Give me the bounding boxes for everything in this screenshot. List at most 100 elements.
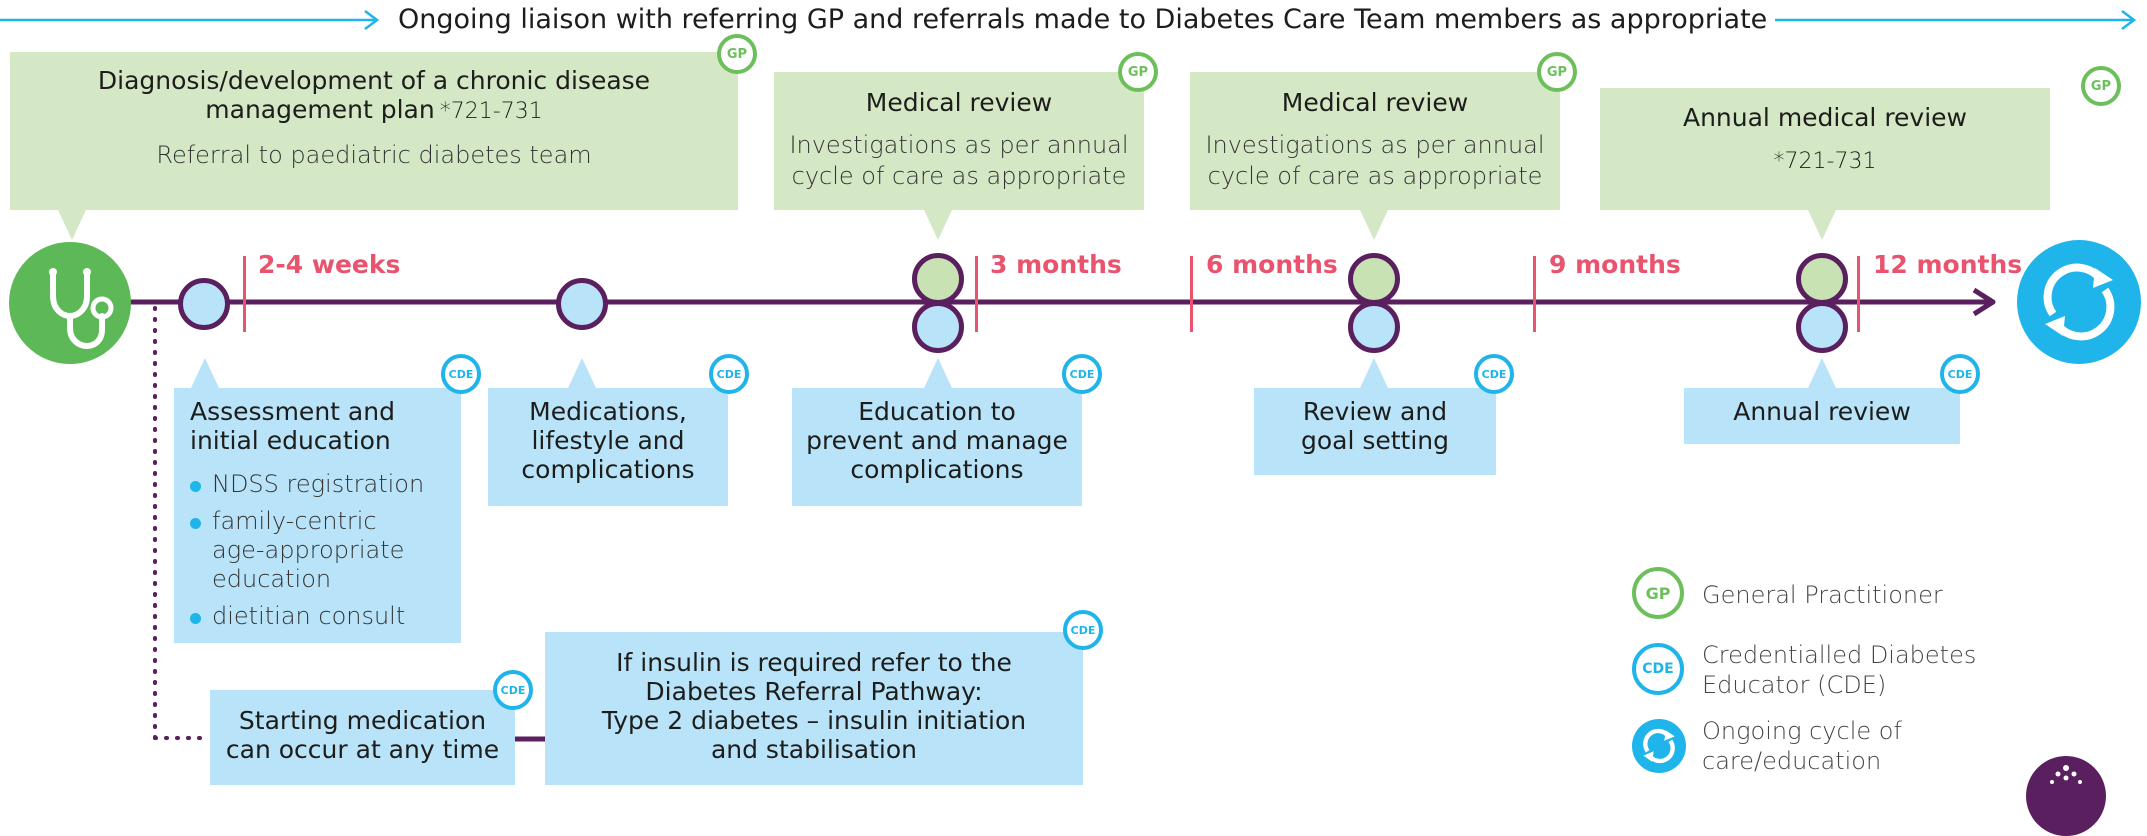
cde-box-education-line1: Education to bbox=[858, 397, 1016, 426]
cde-box-review-pointer bbox=[1360, 358, 1388, 388]
milestone-12-months: 12 months bbox=[1873, 250, 2023, 279]
cde-badge-icon: CDE bbox=[1940, 354, 1980, 394]
milestone-3-months: 3 months bbox=[990, 250, 1122, 279]
insulin-referral-line1: If insulin is required refer to the bbox=[616, 648, 1012, 677]
cde-box-education-line2: prevent and manage bbox=[806, 426, 1068, 455]
liaison-arrow bbox=[0, 10, 2137, 30]
legend-gp-label: General Practitioner bbox=[1702, 581, 1943, 609]
cde-badge-icon: CDE bbox=[1063, 610, 1103, 650]
liaison-text: Ongoing liaison with referring GP and re… bbox=[398, 4, 1768, 35]
insulin-referral-line3: Type 2 diabetes – insulin initiation bbox=[601, 706, 1027, 735]
care-pathway-diagram: Ongoing liaison with referring GP and re… bbox=[0, 4, 2141, 836]
milestone-tick-2-4-weeks bbox=[243, 256, 246, 332]
cde-box-education-pointer bbox=[924, 358, 952, 388]
gp-box-medical-review-6m bbox=[1190, 72, 1560, 210]
cde-box-assessment-line1: Assessment and bbox=[190, 397, 395, 426]
gp-badge-icon: GP bbox=[1118, 52, 1158, 92]
logo-dots bbox=[2050, 765, 2082, 784]
legend-cycle-label-line1: Ongoing cycle of bbox=[1702, 717, 1902, 745]
milestone-tick-12-months bbox=[1857, 256, 1860, 332]
gp-box-diagnosis-subtitle: Referral to paediatric diabetes team bbox=[156, 141, 592, 169]
insulin-referral-line4: and stabilisation bbox=[710, 735, 918, 764]
gp-box-annual-medical-review-title: Annual medical review bbox=[1682, 103, 1968, 132]
milestone-6-months: 6 months bbox=[1206, 250, 1338, 279]
cde-badge-icon: CDE bbox=[1632, 643, 1684, 695]
gp-box-annual-medical-review bbox=[1600, 88, 2050, 210]
gp-box-medical-review-6m-pointer bbox=[1360, 210, 1388, 240]
cde-box-medications-line1: Medications, bbox=[529, 397, 687, 426]
cde-box-assessment-bullets: NDSS registration family-centric age-app… bbox=[186, 470, 456, 639]
cde-badge-icon: CDE bbox=[1474, 354, 1514, 394]
stethoscope-icon bbox=[9, 242, 131, 364]
cde-box-annual-review-pointer bbox=[1808, 358, 1836, 388]
cycle-icon bbox=[2017, 240, 2141, 364]
cde-badge-icon: CDE bbox=[441, 354, 481, 394]
starting-medication-line1: Starting medication bbox=[238, 706, 487, 735]
gp-box-medical-review-3m-title: Medical review bbox=[865, 88, 1053, 117]
gp-box-diagnosis-title-main: management plan bbox=[205, 95, 435, 124]
cde-badge-icon: CDE bbox=[1062, 354, 1102, 394]
gp-box-diagnosis-title-line1: Diagnosis/development of a chronic disea… bbox=[97, 66, 651, 95]
timeline-node-cde-6m bbox=[1348, 301, 1400, 353]
gp-badge-icon: GP bbox=[717, 34, 757, 74]
milestone-tick-3-months bbox=[975, 256, 978, 332]
gp-box-medical-review-3m-detail-line2: cycle of care as appropriate bbox=[791, 162, 1127, 190]
gp-box-diagnosis-code: *721-731 bbox=[439, 99, 543, 124]
gp-box-medical-review-3m-detail-line1: Investigations as per annual bbox=[789, 131, 1129, 159]
bullet-ndss-registration: NDSS registration bbox=[186, 470, 456, 499]
cycle-glyph bbox=[1643, 728, 1675, 764]
bullet-family-centric-line1: family-centric bbox=[212, 507, 377, 535]
milestone-tick-9-months bbox=[1533, 256, 1536, 332]
cde-badge-icon: CDE bbox=[709, 354, 749, 394]
timeline-node-gp-3m bbox=[912, 253, 964, 305]
gp-box-medical-review-3m-pointer bbox=[924, 210, 952, 240]
bullet-family-centric-education: family-centric age-appropriate education bbox=[186, 507, 456, 594]
timeline-node-cde-3m bbox=[912, 301, 964, 353]
logo-partial bbox=[2026, 756, 2106, 836]
cde-badge-icon: CDE bbox=[493, 670, 533, 710]
starting-medication-line2: can occur at any time bbox=[225, 735, 500, 764]
gp-box-medical-review-6m-detail-line1: Investigations as per annual bbox=[1205, 131, 1545, 159]
timeline bbox=[128, 287, 1996, 742]
timeline-node-gp-6m bbox=[1348, 253, 1400, 305]
insulin-referral-line2: Diabetes Referral Pathway: bbox=[645, 677, 983, 706]
cde-box-annual-review bbox=[1684, 388, 1960, 444]
cde-box-medications-line2: lifestyle and bbox=[531, 426, 685, 455]
bullet-dietitian-consult: dietitian consult bbox=[186, 602, 456, 631]
bullet-family-centric-line2: age-appropriate bbox=[212, 536, 405, 564]
legend-cycle-label-line2: care/education bbox=[1702, 747, 1882, 775]
bullet-family-centric-line3: education bbox=[212, 565, 332, 593]
gp-box-medical-review-6m-title: Medical review bbox=[1281, 88, 1469, 117]
milestone-2-4-weeks: 2-4 weeks bbox=[258, 250, 401, 279]
cde-box-medications bbox=[488, 388, 728, 506]
insulin-referral-box bbox=[545, 632, 1083, 785]
gp-box-medical-review-3m bbox=[774, 72, 1144, 210]
timeline-node-cde-12m bbox=[1796, 301, 1848, 353]
cde-box-assessment-line2: initial education bbox=[190, 426, 391, 455]
gp-box-annual-medical-review-code: *721-731 bbox=[1773, 149, 1877, 174]
milestone-9-months: 9 months bbox=[1549, 250, 1681, 279]
gp-box-medical-review-6m-detail-line2: cycle of care as appropriate bbox=[1207, 162, 1543, 190]
cde-box-assessment bbox=[174, 388, 461, 643]
gp-box-diagnosis-pointer bbox=[58, 210, 86, 240]
cde-box-review-line1: Review and bbox=[1302, 397, 1448, 426]
timeline-node-assessment bbox=[178, 278, 230, 330]
cde-box-review bbox=[1254, 388, 1496, 475]
milestone-tick-6-months bbox=[1190, 256, 1193, 332]
gp-badge-icon: GP bbox=[2081, 66, 2121, 106]
cde-box-annual-review-line1: Annual review bbox=[1733, 397, 1911, 426]
gp-badge-icon: GP bbox=[1632, 567, 1684, 619]
cde-box-education-line3: complications bbox=[850, 455, 1024, 484]
cde-box-medications-line3: complications bbox=[521, 455, 695, 484]
cde-box-medications-pointer bbox=[568, 358, 596, 388]
legend-cde-label-line2: Educator (CDE) bbox=[1702, 671, 1887, 699]
cde-box-assessment-pointer bbox=[191, 358, 219, 388]
gp-box-diagnosis-title-line2: management plan *721-731 bbox=[10, 95, 738, 124]
legend-cde-label-line1: Credentialled Diabetes bbox=[1702, 641, 1977, 669]
timeline-node-medications bbox=[556, 278, 608, 330]
stethoscope-glyph bbox=[49, 268, 114, 350]
gp-box-diagnosis bbox=[10, 52, 738, 210]
cycle-icon bbox=[1632, 719, 1686, 773]
gp-box-annual-medical-review-pointer bbox=[1808, 210, 1836, 240]
cde-box-review-line2: goal setting bbox=[1300, 426, 1450, 455]
